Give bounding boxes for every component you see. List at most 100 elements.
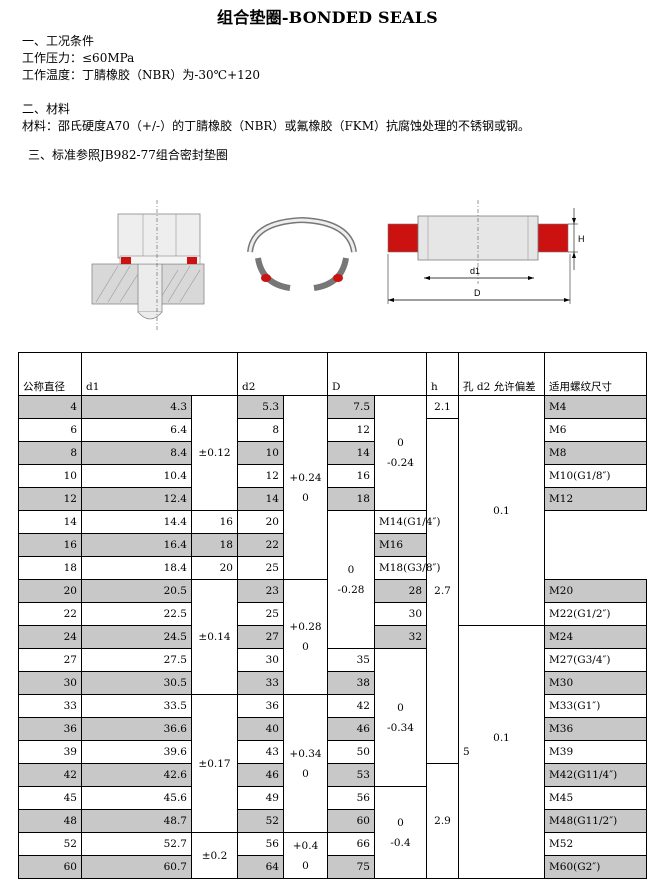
D-cell: 38 [327, 671, 375, 695]
d1-cell: 36.6 [81, 717, 192, 741]
D-cell: 75 [327, 855, 375, 879]
d2-tolerance-upper: +0.34 [289, 747, 322, 760]
d2-tolerance-upper: +0.24 [289, 471, 322, 484]
d2-cell: 18 [191, 533, 238, 557]
section3-heading: 三、标准参照JB982-77组合密封垫圈 [28, 148, 228, 162]
nominal-diameter-cell: 27 [18, 648, 82, 672]
nominal-diameter-cell: 12 [18, 487, 82, 511]
h-cell: 2.7 [426, 418, 460, 764]
header-cell: 公称直径 [18, 352, 82, 396]
d2-cell: 25 [237, 602, 284, 626]
D-cell: 60 [327, 809, 375, 833]
page-title: 组合垫圈-BONDED SEALS [217, 8, 438, 27]
d2-tolerance-lower: 0 [302, 641, 309, 653]
d1-cell: 18.4 [81, 556, 192, 580]
d2-cell: 64 [237, 855, 284, 879]
header-cell: D [326, 352, 428, 396]
D-cell: 22 [237, 533, 284, 557]
d2-cell: 52 [237, 809, 284, 833]
d2-cell: 30 [237, 648, 284, 672]
thread-size-cell: M18(G3/8″) [373, 556, 441, 580]
d1-cell: 52.7 [81, 832, 192, 856]
D-tolerance-lower: -0.34 [387, 721, 414, 734]
thread-size-cell: M8 [544, 441, 648, 465]
d2-tolerance-lower: 0 [302, 767, 309, 780]
working-pressure: 工作压力：≤60MPa [22, 51, 135, 65]
thread-size-cell: M36 [544, 717, 648, 741]
d1-tolerance-cell: ±0.17 [191, 694, 238, 833]
d1-cell: 16.4 [81, 533, 192, 557]
nominal-diameter-cell: 33 [18, 694, 82, 718]
d2-tolerance-lower: 0 [302, 859, 309, 872]
d1-cell: 30.5 [81, 671, 192, 695]
d1-cell: 22.5 [81, 602, 192, 626]
D-cell: 53 [327, 763, 375, 787]
d2-cell: 10 [237, 441, 284, 465]
hole-tolerance-value: 0.1 [493, 732, 510, 744]
D-cell: 56 [327, 786, 375, 810]
nominal-diameter-cell: 36 [18, 717, 82, 741]
D-tolerance-upper: 0 [397, 701, 404, 714]
d2-tolerance-cell: +0.28 0 [283, 579, 328, 695]
D-cell: 42 [327, 694, 375, 718]
d2-cell: 5.3 [237, 395, 284, 419]
d1-tolerance-cell: ±0.12 [191, 395, 238, 511]
header-cell: d1 [81, 352, 238, 396]
nominal-diameter-cell: 14 [18, 510, 82, 534]
bonded-seal-illustration: d1 D H [91, 200, 585, 330]
D-tolerance-cell: 0-0.4 [373, 786, 428, 879]
d2-tolerance-lower: 0 [302, 491, 309, 504]
d2-cell: 40 [237, 717, 284, 741]
d2-cell: 23 [237, 579, 284, 603]
d1-cell: 14.4 [81, 510, 192, 534]
H-label: H [578, 234, 585, 244]
D-cell: 30 [373, 602, 428, 626]
d1-cell: 10.4 [81, 464, 192, 488]
d2-tolerance-cell: +0.24 0 [283, 395, 328, 580]
nominal-diameter-cell: 4 [18, 395, 82, 419]
D-cell: 18 [327, 487, 375, 511]
D-cell: 46 [327, 717, 375, 741]
hole-tolerance-cell: 0.1 [458, 395, 546, 626]
section1-heading: 一、工况条件 [22, 34, 95, 48]
thread-size-cell: M14(G1/4″) [373, 510, 441, 534]
D-cell: 16 [327, 464, 375, 488]
D-tolerance-cell: 0-0.24 [373, 395, 428, 511]
D-tolerance-upper: 0 [397, 437, 404, 449]
nominal-diameter-cell: 6 [18, 418, 82, 442]
d1-cell: 20.5 [81, 579, 192, 603]
cross-section-drawing: d1 D H [387, 200, 585, 304]
thread-size-cell: M27(G3/4″) [544, 648, 648, 672]
header-cell: 适用螺纹尺寸 [544, 352, 648, 396]
thread-size-cell: M16 [373, 533, 428, 557]
hole-tolerance-note: 5 [463, 746, 470, 758]
d1-cell: 48.7 [81, 809, 192, 833]
thread-size-cell: M6 [544, 418, 648, 442]
d1-cell: 4.3 [81, 395, 192, 419]
header-cell: h [426, 352, 460, 396]
d2-tolerance-cell: +0.34 0 [283, 694, 328, 833]
d1-cell: 12.4 [81, 487, 192, 511]
nominal-diameter-cell: 39 [18, 740, 82, 764]
d2-cell: 36 [237, 694, 284, 718]
D-tolerance-cell: 0 -0.34 [373, 648, 428, 787]
D-cell: 28 [373, 579, 428, 603]
d2-cell: 27 [237, 625, 284, 649]
working-temperature: 工作温度：丁腈橡胶（NBR）为-30℃+120 [22, 68, 261, 82]
D-cell: 7.5 [327, 395, 375, 419]
thread-size-cell: M4 [544, 395, 648, 419]
nominal-diameter-cell: 60 [18, 855, 82, 879]
d2-tolerance-upper: +0.28 [289, 621, 322, 633]
